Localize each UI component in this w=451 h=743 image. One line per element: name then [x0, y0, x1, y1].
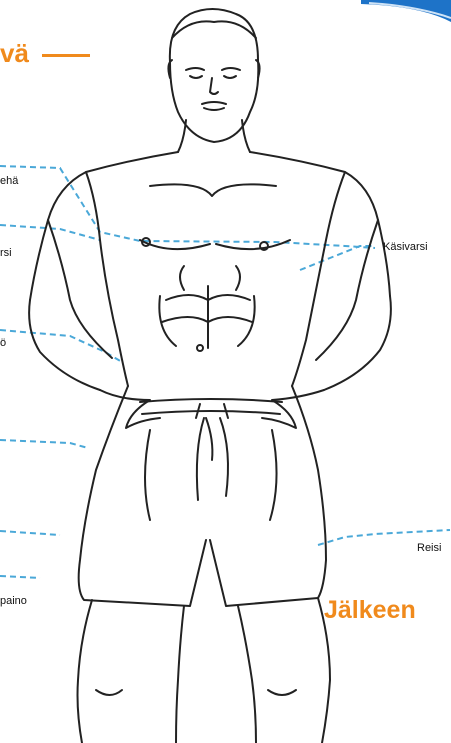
chest-label: ehä [0, 176, 18, 187]
before-heading-underline [42, 54, 90, 57]
before-heading-text: vä [0, 38, 29, 68]
arm-right-label: Käsivarsi [383, 242, 428, 253]
thigh-label: Reisi [417, 543, 441, 554]
guide-lines [0, 166, 450, 578]
before-heading: vä [0, 40, 90, 66]
after-heading: Jälkeen [324, 598, 416, 623]
weight-label: paino [0, 596, 27, 607]
arm-left-label: rsi [0, 248, 12, 259]
waist-label: ö [0, 338, 6, 349]
